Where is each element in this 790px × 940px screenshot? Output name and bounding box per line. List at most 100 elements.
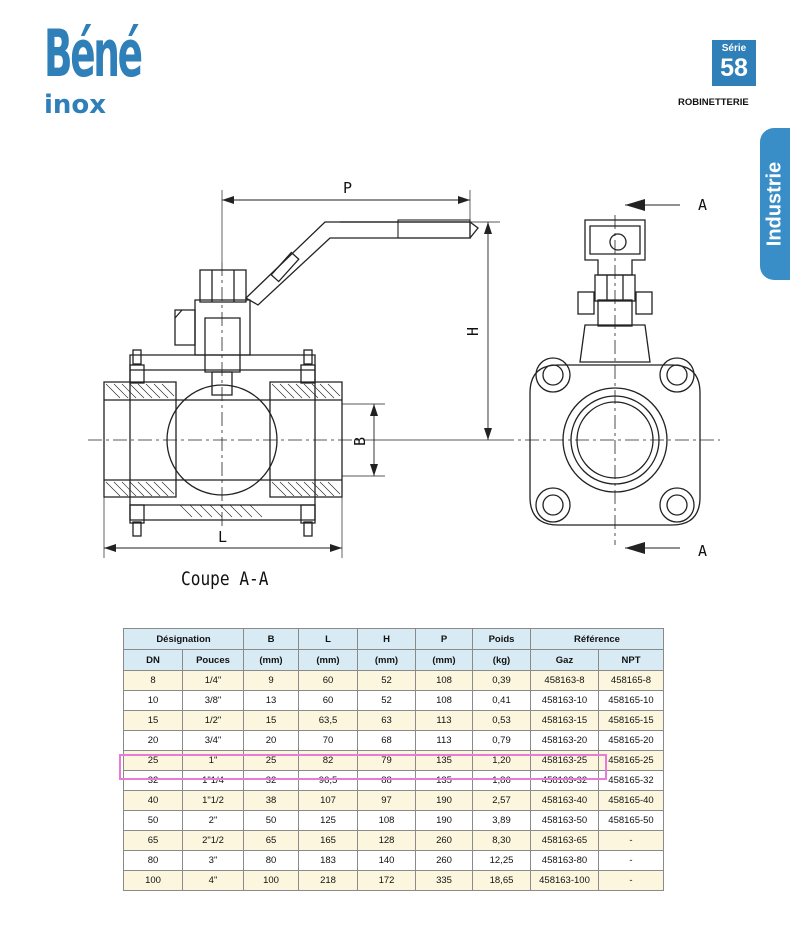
table-cell: 1,86 bbox=[472, 770, 531, 791]
table-cell: 108 bbox=[415, 690, 473, 711]
table-cell: 25 bbox=[123, 750, 183, 771]
dim-label-h: H bbox=[464, 327, 482, 336]
table-cell: 52 bbox=[357, 690, 416, 711]
serie-number: 58 bbox=[720, 54, 748, 82]
section-arrow-label-top: A bbox=[698, 196, 707, 214]
table-cell: 60 bbox=[298, 670, 358, 691]
table-cell: 8 bbox=[123, 670, 183, 691]
table-cell: 458163-32 bbox=[530, 770, 599, 791]
section-title: Coupe A-A bbox=[181, 568, 269, 590]
table-cell: - bbox=[598, 830, 664, 851]
specs-table: Désignation B L H P Poids Référence DN P… bbox=[123, 628, 664, 891]
table-cell: 1/2" bbox=[182, 710, 244, 731]
table-cell: 190 bbox=[415, 790, 473, 811]
table-cell: 260 bbox=[415, 830, 473, 851]
header-reference: Référence bbox=[530, 628, 664, 650]
table-cell: 25 bbox=[243, 750, 299, 771]
table-cell: 0,53 bbox=[472, 710, 531, 731]
side-tab-industrie[interactable]: Industrie bbox=[760, 128, 790, 280]
table-cell: 20 bbox=[123, 730, 183, 751]
table-cell: 100 bbox=[123, 870, 183, 891]
table-cell: 2,57 bbox=[472, 790, 531, 811]
table-cell: 40 bbox=[123, 790, 183, 811]
table-cell: 3" bbox=[182, 850, 244, 871]
table-cell: 458163-50 bbox=[530, 810, 599, 831]
table-cell: 0,39 bbox=[472, 670, 531, 691]
table-cell: 0,79 bbox=[472, 730, 531, 751]
table-cell: 113 bbox=[415, 730, 473, 751]
header-b: B bbox=[243, 628, 299, 650]
table-cell: 38 bbox=[243, 790, 299, 811]
table-cell: 18,65 bbox=[472, 870, 531, 891]
table-cell: 260 bbox=[415, 850, 473, 871]
table-cell: 458165-50 bbox=[598, 810, 664, 831]
table-cell: 32 bbox=[123, 770, 183, 791]
table-cell: 4" bbox=[182, 870, 244, 891]
table-cell: 458163-8 bbox=[530, 670, 599, 691]
table-cell: 190 bbox=[415, 810, 473, 831]
subheader-l-unit: (mm) bbox=[298, 649, 358, 671]
serie-label: Série bbox=[721, 43, 747, 54]
table-cell: 458163-40 bbox=[530, 790, 599, 811]
table-cell: 172 bbox=[357, 870, 416, 891]
table-cell: 88 bbox=[357, 770, 416, 791]
table-cell: 50 bbox=[123, 810, 183, 831]
subheader-gaz: Gaz bbox=[530, 649, 599, 671]
table-cell: 458163-25 bbox=[530, 750, 599, 771]
table-cell: 79 bbox=[357, 750, 416, 771]
table-cell: 458163-15 bbox=[530, 710, 599, 731]
header-designation: Désignation bbox=[123, 628, 244, 650]
table-cell: 65 bbox=[243, 830, 299, 851]
logo-inox-text: inox bbox=[44, 90, 107, 120]
table-cell: - bbox=[598, 850, 664, 871]
dim-label-l: L bbox=[218, 528, 227, 546]
table-cell: 60 bbox=[298, 690, 358, 711]
table-cell: 1"1/2 bbox=[182, 790, 244, 811]
table-cell: 458165-32 bbox=[598, 770, 664, 791]
table-cell: 458163-10 bbox=[530, 690, 599, 711]
table-cell: 63 bbox=[357, 710, 416, 731]
table-cell: 80 bbox=[243, 850, 299, 871]
table-cell: 458163-65 bbox=[530, 830, 599, 851]
table-cell: 68 bbox=[357, 730, 416, 751]
table-cell: 70 bbox=[298, 730, 358, 751]
subheader-dn: DN bbox=[123, 649, 183, 671]
valve-technical-drawing: P H B L A A bbox=[88, 179, 720, 560]
serie-badge: Série 58 bbox=[712, 40, 756, 86]
table-cell: 458165-15 bbox=[598, 710, 664, 731]
table-cell: 128 bbox=[357, 830, 416, 851]
table-cell: 1" bbox=[182, 750, 244, 771]
dim-label-p: P bbox=[343, 179, 352, 197]
table-cell: 1"1/4 bbox=[182, 770, 244, 791]
table-cell: 9 bbox=[243, 670, 299, 691]
table-cell: 8,30 bbox=[472, 830, 531, 851]
table-cell: 63,5 bbox=[298, 710, 358, 731]
dim-label-b: B bbox=[351, 437, 369, 446]
table-cell: 458165-8 bbox=[598, 670, 664, 691]
header-l: L bbox=[298, 628, 358, 650]
header-p: P bbox=[415, 628, 473, 650]
table-cell: 165 bbox=[298, 830, 358, 851]
table-cell: 32 bbox=[243, 770, 299, 791]
table-sub-header-row: DN Pouces (mm) (mm) (mm) (mm) (kg) Gaz N… bbox=[123, 649, 664, 671]
table-cell: 2"1/2 bbox=[182, 830, 244, 851]
table-cell: 107 bbox=[298, 790, 358, 811]
table-cell: 12,25 bbox=[472, 850, 531, 871]
table-cell: 458165-20 bbox=[598, 730, 664, 751]
table-cell: 458163-20 bbox=[530, 730, 599, 751]
table-cell: 96,5 bbox=[298, 770, 358, 791]
table-cell: 52 bbox=[357, 670, 416, 691]
subheader-poids-unit: (kg) bbox=[472, 649, 531, 671]
table-cell: 20 bbox=[243, 730, 299, 751]
